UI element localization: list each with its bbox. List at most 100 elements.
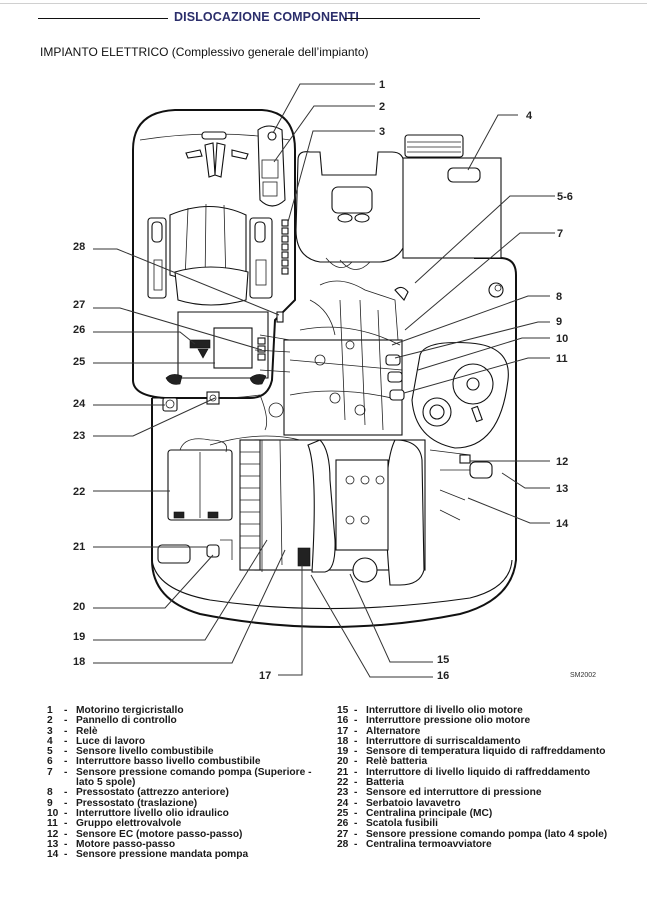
callout-13: 13 [556, 483, 568, 495]
leader-13 [501, 472, 550, 489]
hydraulic-tank [411, 341, 509, 449]
callout-5-6: 5-6 [557, 191, 573, 203]
section-title: DISLOCAZIONE COMPONENTI [174, 10, 359, 24]
legend-item-separator: - [64, 818, 68, 830]
legend-item-text: Motore passo-passo [76, 838, 176, 850]
leader-11 [403, 357, 550, 394]
legend-item-number: 7 [47, 766, 53, 778]
legend-item-text: Interruttore di surriscaldamento [366, 735, 521, 747]
legend-item-text: Relè [76, 725, 98, 737]
valve-block-frame [283, 339, 403, 436]
legend-item: 20-Relè batteria [337, 756, 637, 768]
legend-item-number: 3 [47, 725, 53, 737]
callout-4: 4 [526, 110, 533, 122]
legend-item-number: 12 [47, 828, 59, 840]
coolant-reservoir [157, 539, 233, 564]
alternator-body [297, 547, 311, 567]
legend-item: 28-Centralina termoavviatore [337, 838, 637, 850]
legend-item-text: Sensore pressione mandata pompa [76, 849, 249, 861]
legend-item-text: Interruttore di livello olio motore [366, 705, 523, 716]
leader-15 [349, 573, 433, 663]
leader-10 [417, 337, 550, 371]
callout-20: 20 [73, 601, 85, 613]
legend-item: 14-Sensore pressione mandata pompa [47, 849, 327, 861]
pedal-group [185, 131, 249, 178]
callout-17: 17 [259, 670, 271, 682]
leader-23 [93, 397, 216, 437]
legend-item-number: 18 [337, 735, 349, 747]
control-panel [257, 125, 286, 207]
callout-3: 3 [379, 126, 385, 138]
callout-labels: 1 2 3 4 5-6 7 8 9 10 11 12 13 14 15 16 1… [73, 79, 596, 682]
legend-item-separator: - [354, 715, 358, 727]
legend-item-text: Sensore pressione comando pompa (lato 4 … [366, 828, 608, 840]
legend-item-separator: - [64, 746, 68, 758]
leader-7 [404, 232, 555, 331]
callout-15: 15 [437, 654, 449, 666]
legend-item-text: Motorino tergicristallo [76, 705, 184, 716]
battery [167, 438, 233, 521]
legend-item-number: 16 [337, 715, 349, 727]
leader-1 [272, 83, 375, 134]
legend-item-separator: - [354, 725, 358, 737]
callout-14: 14 [556, 518, 569, 530]
callout-24: 24 [73, 398, 86, 410]
legend-item-separator: - [64, 756, 68, 768]
callout-12: 12 [556, 456, 568, 468]
leader-26 [93, 331, 196, 345]
legend-item-separator: - [354, 705, 358, 716]
pump-valve-block [254, 280, 409, 436]
legend-item-number: 13 [47, 838, 59, 850]
callout-26: 26 [73, 324, 85, 336]
section-header: DISLOCAZIONE COMPONENTI [38, 10, 480, 26]
legend-item: 19-Sensore di temperatura liquido di raf… [337, 746, 637, 758]
callout-16: 16 [437, 670, 449, 682]
legend-item-text: Interruttore pressione olio motore [366, 715, 531, 727]
legend-item: 4-Luce di lavoro [47, 736, 327, 747]
electrical-system-diagram: 1 2 3 4 5-6 7 8 9 10 11 12 13 14 15 16 1… [73, 79, 596, 682]
legend-item: 7-Sensore pressione comando pompa (Super… [47, 766, 327, 789]
legend-item-number: 25 [337, 807, 349, 819]
figure-subtitle: IMPIANTO ELETTRICO (Complessivo generale… [40, 45, 369, 59]
legend-item: 10-Interruttore livello olio idraulico [47, 807, 327, 819]
legend-item-text: Gruppo elettrovalvole [76, 818, 182, 830]
callout-22: 22 [73, 486, 85, 498]
legend-item: 6-Interruttore basso livello combustibil… [47, 756, 327, 768]
fuse-box [189, 339, 211, 349]
legend-item-number: 28 [337, 838, 349, 850]
legend-item-number: 17 [337, 725, 349, 737]
callout-7: 7 [557, 228, 563, 240]
legend-item-text: Centralina termoavviatore [366, 838, 492, 850]
legend-item-text: Relè batteria [366, 756, 428, 768]
legend-item-number: 19 [337, 746, 349, 758]
legend-item-number: 10 [47, 807, 59, 819]
leader-16 [310, 574, 433, 678]
legend-item-separator: - [354, 807, 358, 819]
leader-3 [287, 130, 375, 223]
header-rule-left [38, 18, 168, 19]
legend-item: 1-Motorino tergicristallo [47, 705, 327, 716]
legend-item: 3-Relè [47, 725, 327, 737]
legend-item-number: 21 [337, 766, 349, 778]
legend-item-separator: - [354, 787, 358, 799]
seat-cushion [174, 266, 249, 306]
legend-item-separator: - [354, 735, 358, 747]
legend-item: 11-Gruppo elettrovalvole [47, 818, 327, 830]
engine-block [335, 459, 389, 551]
legend-item-text: Pannello di controllo [76, 715, 177, 727]
legend-item-separator: - [354, 838, 358, 850]
legend-item-number: 6 [47, 756, 53, 768]
leader-2 [273, 105, 375, 163]
callout-23: 23 [73, 430, 85, 442]
legend-item-number: 23 [337, 787, 349, 799]
legend-item-separator: - [64, 705, 68, 716]
legend-item-separator: - [354, 766, 358, 778]
legend-item: 24-Serbatoio lavavetro [337, 798, 637, 809]
leader-lines [93, 83, 555, 678]
intake-hose [307, 439, 336, 573]
callout-2: 2 [379, 101, 385, 113]
glow-controller [276, 311, 284, 323]
legend-item-number: 20 [337, 756, 349, 768]
boom-bracket [295, 151, 409, 270]
